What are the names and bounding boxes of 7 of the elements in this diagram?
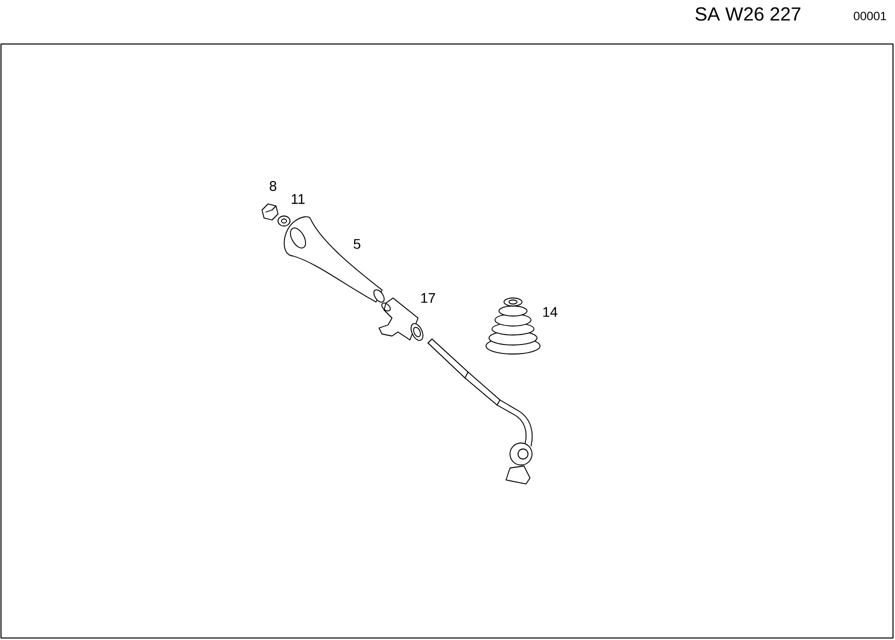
callout-number: 17 — [421, 293, 436, 303]
callout-number: 14 — [543, 307, 558, 317]
callout-number: 8 — [270, 181, 276, 191]
callout-number: 5 — [354, 239, 360, 249]
callout-number: 11 — [292, 194, 305, 204]
sheet-number: 00001 — [854, 12, 886, 20]
drawing-number: SA W26 227 — [696, 7, 800, 21]
